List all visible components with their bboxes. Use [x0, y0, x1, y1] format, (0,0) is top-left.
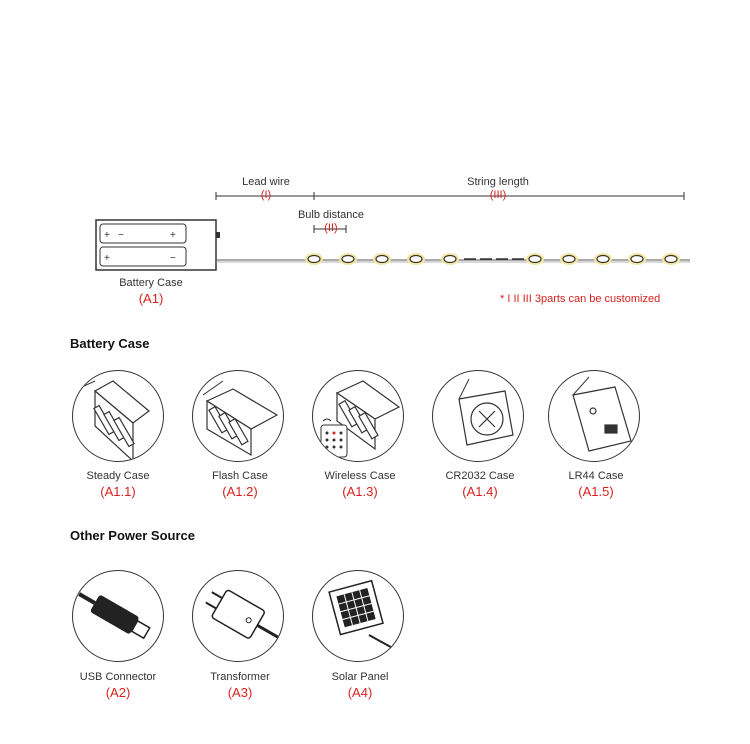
- string-light-diagram: + − + + −: [95, 192, 690, 271]
- led-bulb: [341, 254, 355, 264]
- led-bulb: [596, 254, 610, 264]
- svg-text:−: −: [170, 253, 176, 264]
- wireless-case-code: (A1.3): [342, 484, 378, 499]
- cr2032-case-icon: [432, 370, 524, 462]
- string-length-code: (III): [489, 189, 507, 201]
- usb-connector-label: USB Connector: [79, 671, 157, 683]
- wireless-case-label: Wireless Case: [324, 470, 396, 482]
- lr44-case-label: LR44 Case: [568, 470, 624, 482]
- lr44-case-code: (A1.5): [578, 484, 614, 499]
- battery-case-icon: + − + + −: [95, 219, 220, 271]
- cr2032-case-code: (A1.4): [462, 484, 498, 499]
- svg-text:−: −: [118, 230, 124, 241]
- led-bulb: [664, 254, 678, 264]
- string-length-label: String length: [467, 176, 529, 188]
- customization-note: * I II III 3parts can be customized: [500, 293, 661, 305]
- transformer-code: (A3): [227, 685, 253, 700]
- lead-wire-label: Lead wire: [242, 176, 290, 188]
- remote-control-icon: [320, 424, 348, 458]
- battery-case-code: (A1): [138, 291, 164, 306]
- led-bulb: [630, 254, 644, 264]
- led-bulb: [409, 254, 423, 264]
- led-bulb: [562, 254, 576, 264]
- lr44-case-icon: [548, 370, 640, 462]
- transformer-icon: [192, 570, 284, 662]
- led-bulb: [375, 254, 389, 264]
- flash-battery-case-icon: [192, 370, 284, 462]
- transformer-label: Transformer: [210, 671, 270, 683]
- steady-case-label: Steady Case: [86, 470, 150, 482]
- power-section-title: Other Power Source: [70, 528, 195, 543]
- svg-text:+: +: [104, 230, 110, 241]
- steady-battery-case-icon: [72, 370, 164, 462]
- flash-case-label: Flash Case: [212, 470, 268, 482]
- usb-connector-code: (A2): [105, 685, 131, 700]
- battery-case-section-title: Battery Case: [70, 336, 150, 351]
- svg-text:+: +: [104, 253, 110, 264]
- wireless-battery-case-icon: [312, 370, 404, 462]
- led-bulb: [307, 254, 321, 264]
- led-bulb: [443, 254, 457, 264]
- led-bulb: [528, 254, 542, 264]
- led-bulbs: [305, 253, 680, 265]
- usb-connector-icon: [72, 570, 164, 662]
- flash-case-code: (A1.2): [222, 484, 258, 499]
- solar-panel-icon: [312, 570, 404, 662]
- lead-wire-code: (I): [260, 189, 272, 201]
- svg-text:+: +: [170, 230, 176, 241]
- battery-case-label: Battery Case: [119, 277, 183, 289]
- steady-case-code: (A1.1): [100, 484, 136, 499]
- bulb-distance-code: (II): [324, 222, 338, 234]
- solar-panel-label: Solar Panel: [331, 671, 389, 683]
- cr2032-case-label: CR2032 Case: [445, 470, 515, 482]
- bulb-distance-label: Bulb distance: [297, 209, 365, 221]
- solar-panel-code: (A4): [347, 685, 373, 700]
